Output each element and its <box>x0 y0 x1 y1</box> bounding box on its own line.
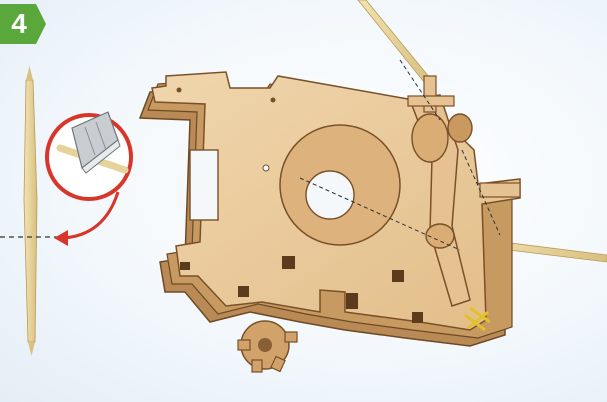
gear-bottom-icon <box>238 321 297 372</box>
panel-center-hole <box>306 171 354 219</box>
axle-toothpick-top <box>358 0 430 82</box>
cut-indicator <box>47 112 131 199</box>
step-number: 4 <box>0 4 38 44</box>
panel-window-left <box>190 150 218 220</box>
toothpick-vertical <box>24 66 37 356</box>
